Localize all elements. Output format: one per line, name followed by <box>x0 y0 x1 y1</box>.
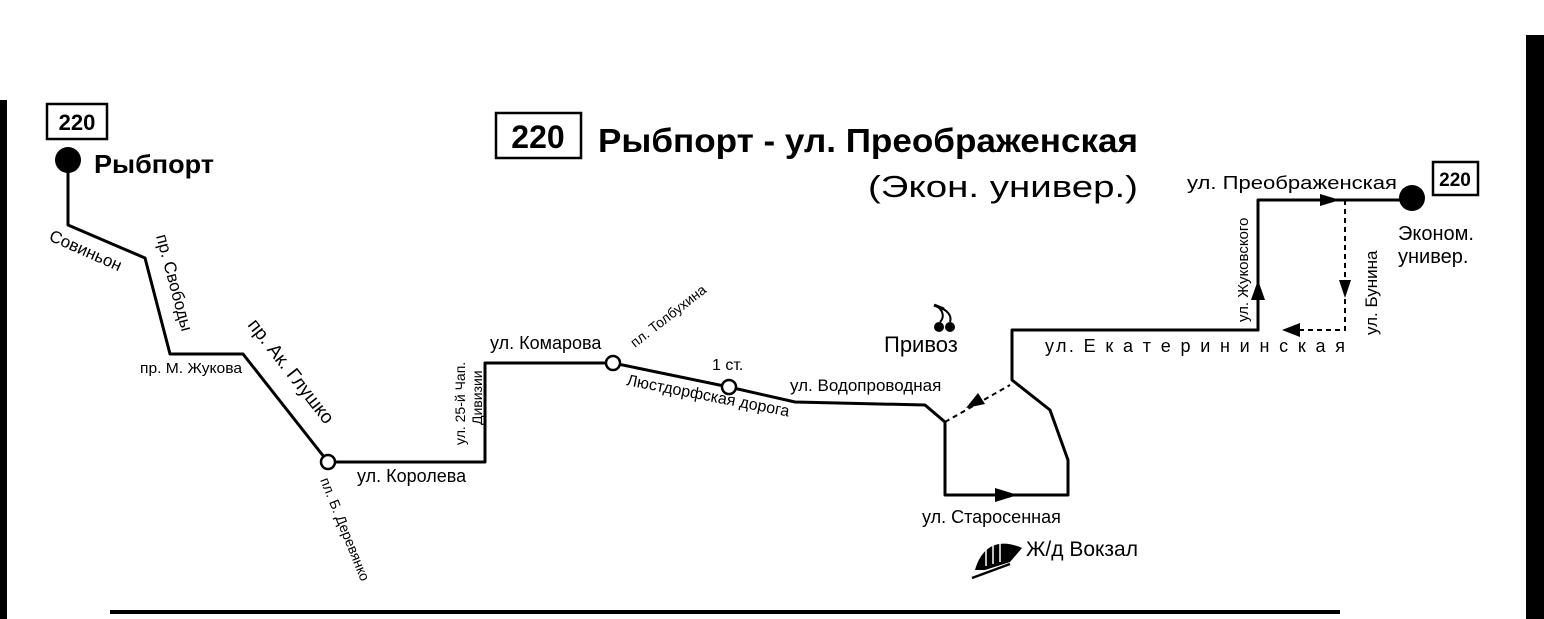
start-badge-box <box>45 102 109 141</box>
landmark-vokzal: Ж/д Вокзал <box>971 538 1138 580</box>
street-label-pl-derevyanko: пл. Б. Деревянко <box>317 475 373 583</box>
direction-arrow-icon <box>1251 280 1265 300</box>
street-label-ul-25-line2: Дивизии <box>469 370 485 425</box>
street-label-stop-1st: 1 ст. <box>712 357 743 374</box>
scan-edge-left <box>0 100 7 619</box>
street-labels: Совиньон пр. Свободы пр. М. Жукова пр. А… <box>46 173 1397 583</box>
street-label-pr-zhukova: пр. М. Жукова <box>140 360 243 377</box>
street-label-ul-koroleva: ул. Королева <box>357 466 467 486</box>
street-label-ul-komarova: ул. Комарова <box>490 333 602 353</box>
start-terminal: 220 Рыбпорт <box>45 102 214 179</box>
street-label-vodoprovodnaya: ул. Водопроводная <box>790 376 941 395</box>
direction-arrow-icon <box>1282 323 1300 337</box>
route-line-main <box>66 171 1260 497</box>
direction-arrows <box>966 194 1351 502</box>
direction-arrow-icon <box>1320 194 1340 206</box>
direction-arrow-icon <box>1339 280 1351 298</box>
terminal-dot-icon <box>55 147 81 173</box>
stop-marker-icon <box>604 354 622 372</box>
start-terminal-name: Рыбпорт <box>94 149 214 179</box>
route-number: 220 <box>511 119 564 155</box>
street-label-bunina: ул. Бунина <box>1362 250 1381 335</box>
vokzal-label: Ж/д Вокзал <box>1026 538 1138 561</box>
direction-arrow-icon <box>966 393 985 408</box>
route-subtitle: (Экон. универ.) <box>868 169 1138 204</box>
stop-markers <box>319 354 738 471</box>
street-label-pl-tolbuhina: пл. Толбухина <box>627 281 709 350</box>
street-label-ekaterininskaya: ул. Е к а т е р и н и н с к а я <box>1045 336 1345 356</box>
cherry-icon <box>933 303 955 332</box>
end-terminal-name-line2: универ. <box>1398 246 1468 268</box>
direction-arrow-icon <box>995 488 1018 502</box>
street-label-pr-svobody: пр. Свободы <box>152 232 196 333</box>
end-terminal-name-line1: Эконом. <box>1398 223 1474 245</box>
end-terminal: 220 Эконом. универ. <box>1398 160 1480 268</box>
route-line-dashed-bunina <box>1290 200 1346 331</box>
stop-marker-icon <box>319 453 337 471</box>
start-badge: 220 <box>59 110 96 135</box>
end-badge: 220 <box>1439 170 1471 191</box>
street-label-starosennaya: ул. Старосенная <box>922 507 1061 527</box>
route-title: Рыбпорт - ул. Преображенская <box>598 122 1138 159</box>
privoz-label: Привоз <box>884 332 958 357</box>
scan-edge-right <box>1526 35 1544 619</box>
terminal-dot-icon <box>1399 185 1425 211</box>
route-header: 220 Рыбпорт - ул. Преображенская (Экон. … <box>494 111 1138 204</box>
street-label-preobrazhenskaya: ул. Преображенская <box>1187 173 1397 193</box>
route-number-box <box>494 111 583 160</box>
train-icon <box>971 543 1022 580</box>
end-badge-box <box>1431 160 1480 197</box>
street-label-zhukovskogo: ул. Жуковского <box>1235 218 1252 322</box>
stop-marker-icon <box>720 378 738 396</box>
landmark-privoz: Привоз <box>884 303 958 357</box>
street-label-ul-25-line1: ул. 25-й Чап. <box>452 362 468 445</box>
